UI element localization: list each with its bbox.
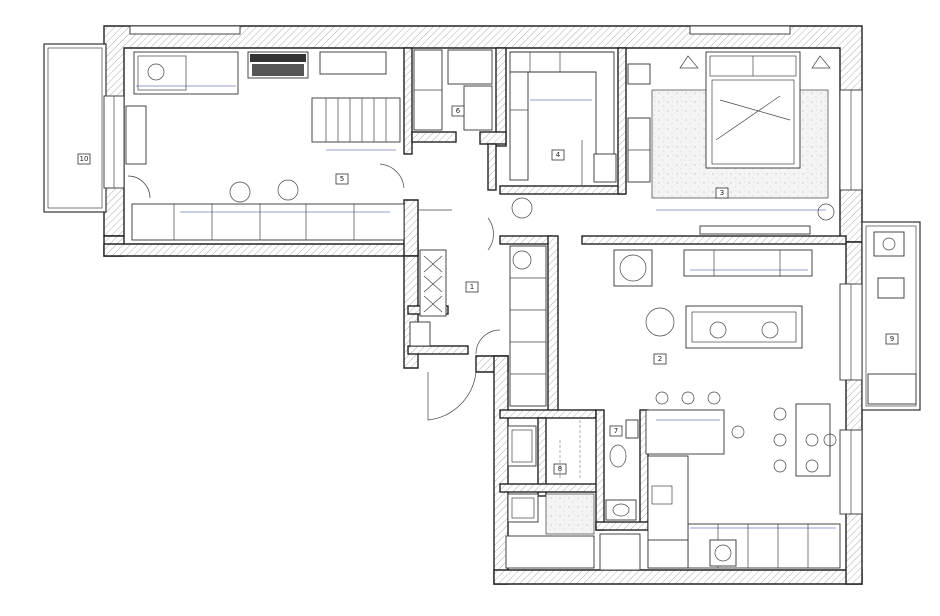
room-4: 4 <box>509 51 617 186</box>
interior-walls <box>403 47 847 531</box>
balcony-right: 9 <box>861 221 921 411</box>
dimension-lines <box>136 85 808 480</box>
room-7: 7 <box>605 419 639 521</box>
room-label-1: 1 <box>470 283 474 291</box>
windows <box>103 25 863 515</box>
room-label-3: 3 <box>720 189 724 197</box>
room-label-8: 8 <box>558 465 562 473</box>
room-5: 5 <box>125 51 405 241</box>
room-3: 3 <box>627 51 835 235</box>
room-label-5: 5 <box>340 175 344 183</box>
room-label-6: 6 <box>456 107 461 115</box>
room-1: 1 <box>379 163 501 421</box>
room-label-7: 7 <box>614 427 618 435</box>
keyboard-piano <box>250 54 306 76</box>
balcony-left: 10 <box>43 43 107 213</box>
room-label-9: 9 <box>890 335 894 343</box>
room-label-4: 4 <box>556 151 561 159</box>
room-label-10: 10 <box>80 155 89 163</box>
room-8: 8 <box>505 425 641 571</box>
room-label-2: 2 <box>658 355 662 363</box>
room-2: 2 <box>509 197 841 569</box>
room-6: 6 <box>413 49 493 131</box>
